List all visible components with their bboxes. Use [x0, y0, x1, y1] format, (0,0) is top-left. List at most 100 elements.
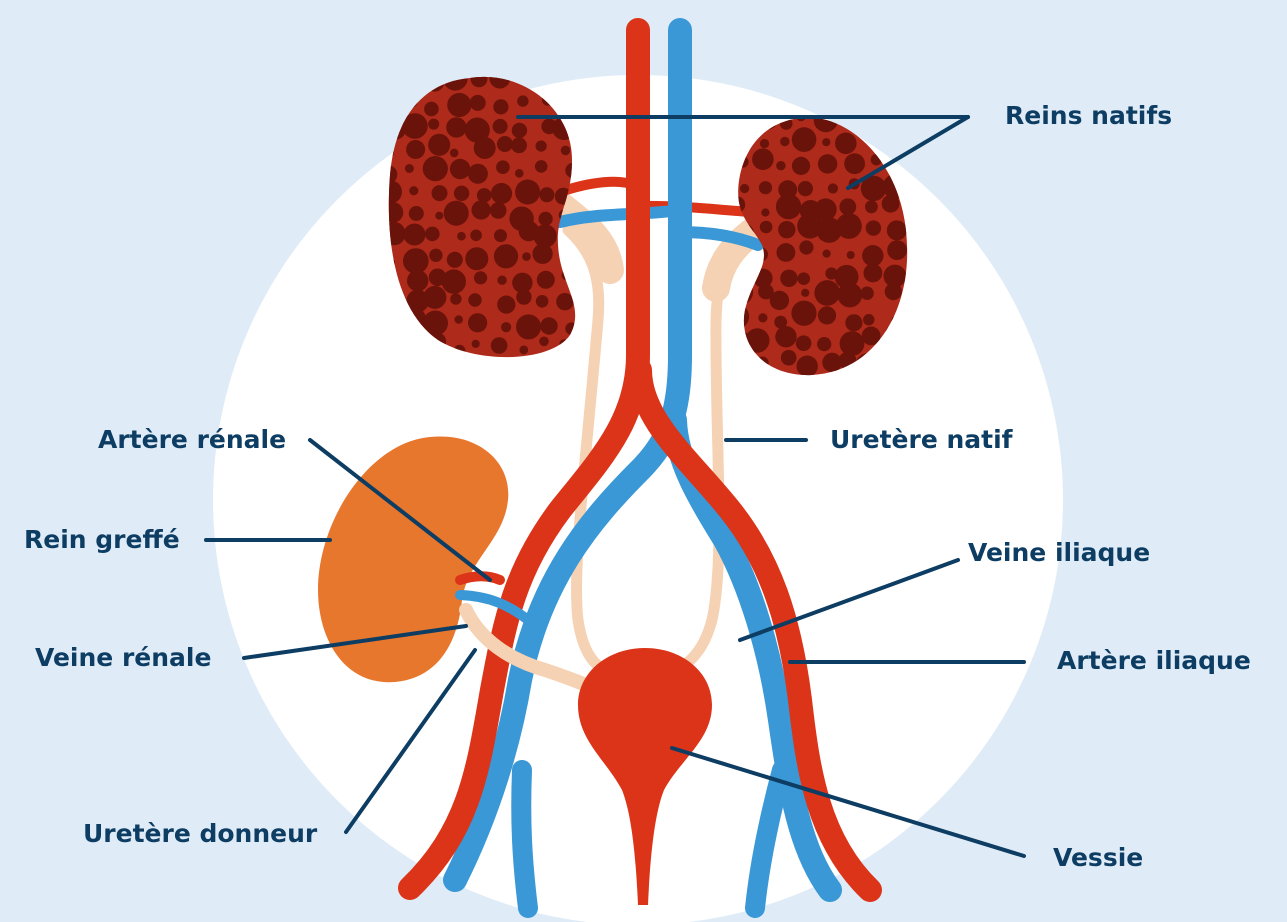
kidney-spot [472, 340, 480, 348]
kidney-spot [493, 99, 508, 114]
kidney-spot [792, 157, 810, 175]
kidney-spot [836, 213, 862, 239]
kidney-spot [468, 164, 488, 184]
kidney-spot [522, 252, 531, 261]
left-internal-iliac-vein [521, 770, 528, 908]
kidney-spot [796, 335, 812, 351]
kidney-spot [409, 206, 424, 221]
kidney-spot [817, 337, 831, 351]
kidney-spot [494, 229, 507, 242]
kidney-spot [470, 95, 486, 111]
kidney-spot [444, 201, 469, 226]
kidney-spot [792, 127, 817, 152]
label-veine-renale: Veine rénale [35, 643, 211, 672]
kidney-spot [847, 251, 855, 259]
kidney-spot [428, 134, 450, 156]
kidney-spot [454, 186, 469, 201]
kidney-spot [497, 276, 506, 285]
kidney-spot [864, 264, 883, 283]
kidney-spot [882, 195, 900, 213]
kidney-spot [423, 286, 446, 309]
label-uretere-natif: Uretère natif [830, 425, 1014, 454]
kidney-spot [777, 243, 796, 262]
kidney-spot [536, 295, 549, 308]
kidney-spot [512, 123, 527, 138]
label-vessie: Vessie [1053, 843, 1143, 872]
kidney-spot [407, 270, 428, 291]
kidney-spot [511, 137, 527, 153]
kidney-spot [556, 293, 573, 310]
kidney-spot [472, 200, 491, 219]
kidney-spot [837, 283, 862, 308]
kidney-spot [791, 301, 816, 326]
kidney-spot [491, 183, 512, 204]
kidney-spot [468, 293, 481, 306]
kidney-spot [493, 119, 508, 134]
kidney-spot [823, 250, 831, 258]
kidney-spot [887, 220, 907, 240]
kidney-spot [778, 221, 795, 238]
kidney-spot [516, 289, 531, 304]
kidney-spot [435, 212, 443, 220]
kidney-spot [536, 141, 547, 152]
kidney-spot [798, 181, 813, 196]
label-rein-greffe: Rein greffé [24, 525, 180, 554]
kidney-spot [797, 272, 810, 285]
kidney-spot [540, 317, 557, 334]
kidney-spot [539, 187, 554, 202]
kidney-spot [780, 270, 797, 287]
kidney-spot [450, 149, 459, 158]
kidney-spot [885, 283, 902, 300]
kidney-spot [406, 140, 425, 159]
kidney-spot [516, 314, 541, 339]
kidney-spot [519, 346, 528, 355]
kidney-spot [758, 313, 767, 322]
kidney-spot [759, 181, 772, 194]
kidney-spot [474, 271, 487, 284]
kidney-spot [740, 184, 749, 193]
kidney-spot [404, 224, 426, 246]
kidney-spot [497, 136, 513, 152]
kidney-spot [515, 180, 540, 205]
kidney-spot [494, 244, 518, 268]
kidney-spot [835, 133, 857, 155]
kidney-spot [491, 337, 508, 354]
kidney-spot [446, 117, 466, 137]
kidney-spot [454, 315, 463, 324]
kidney-spot [822, 138, 830, 146]
kidney-spot [490, 202, 507, 219]
label-artere-renale: Artère rénale [98, 425, 286, 454]
kidney-spot [424, 102, 439, 117]
kidney-spot [752, 148, 774, 170]
kidney-spot [533, 244, 553, 264]
kidney-spot [865, 200, 878, 213]
label-artere-iliaque: Artère iliaque [1057, 646, 1251, 675]
kidney-spot [887, 240, 907, 260]
kidney-spot [477, 188, 492, 203]
kidney-spot [403, 248, 429, 274]
kidney-spot [840, 331, 865, 356]
kidney-spot [501, 322, 511, 332]
kidney-spot [515, 169, 524, 178]
kidney-spot [761, 208, 769, 216]
kidney-spot [423, 156, 448, 181]
kidney-spot [860, 287, 873, 300]
kidney-spot [447, 252, 463, 268]
kidney-spot [801, 289, 809, 297]
kidney-spot [429, 249, 442, 262]
kidney-spot [535, 160, 548, 173]
kidney-spot [450, 159, 470, 179]
kidney-spot [539, 337, 549, 347]
kidney-spot [828, 183, 838, 193]
kidney-spot [539, 212, 553, 226]
kidney-spot [799, 240, 813, 254]
kidney-spot [474, 137, 496, 159]
kidney-spot [780, 137, 789, 146]
kidney-spot [776, 161, 785, 170]
kidney-spot [770, 291, 789, 310]
kidney-spot [760, 139, 769, 148]
kidney-spot [776, 194, 801, 219]
kidney-spot [517, 95, 528, 106]
